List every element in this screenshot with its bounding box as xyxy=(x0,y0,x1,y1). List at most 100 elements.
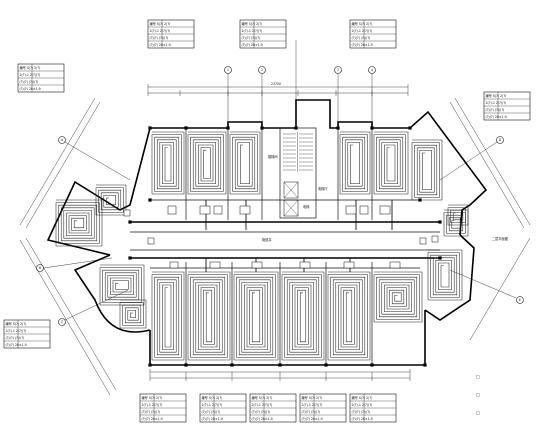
loop-table-cell: (?)(?) (?)/(?) xyxy=(6,336,25,340)
structural-column xyxy=(438,220,442,224)
core: 楼梯间 电梯厅 电梯 管道井 xyxy=(262,127,328,242)
plumbing-fixture xyxy=(213,205,223,215)
loop-table-cell: (?)(?) 28±1.9 xyxy=(486,115,507,119)
loop-table-cell: 编号 S(?) 2(?) xyxy=(20,65,41,70)
bottom-dimension-chain xyxy=(149,369,411,381)
bottom-right-marks: □ □ □ xyxy=(476,374,480,415)
loop-table-cell: 2(?)-1 2(?)(?) xyxy=(142,403,163,407)
plumbing-fixture xyxy=(169,261,179,269)
loop-table-cell: 编号 S(?) 2(?) xyxy=(352,395,373,400)
heating-coil-loop xyxy=(233,271,279,361)
axis-bubble-label: C xyxy=(61,320,64,324)
structural-column xyxy=(128,256,132,260)
heating-coil-loop xyxy=(427,249,463,301)
loop-table-cell: (?)(?) 28±1.9 xyxy=(242,43,263,47)
structural-column xyxy=(148,126,152,130)
plumbing-fixture xyxy=(431,235,439,243)
loop-table: 编号 S(?) 2(?)2(?)-1 2(?)(?)(?)(?) (?)/(?)… xyxy=(483,91,531,121)
loop-table-cell: (?)(?) (?)/(?) xyxy=(486,108,505,112)
loop-table-cell: 编号 S(?) 2(?) xyxy=(202,395,223,400)
structural-column xyxy=(260,126,264,130)
loop-table-cell: (?)(?) (?)/(?) xyxy=(150,36,169,40)
heating-coils xyxy=(55,131,469,361)
loop-table-cell: (?)(?) 28±1.9 xyxy=(142,417,163,421)
heating-coil-loop xyxy=(95,184,127,216)
heating-coil-loop xyxy=(339,131,371,195)
plumbing-fixture xyxy=(343,261,355,269)
loop-table-cell: (?)(?) 28±1.9 xyxy=(20,87,41,91)
structural-column xyxy=(148,198,152,202)
loop-table: 编号 S(?) 2(?)2(?)-1 2(?)(?)(?)(?) (?)/(?)… xyxy=(139,393,187,423)
structural-column xyxy=(370,126,374,130)
loop-table: 编号 S(?) 2(?)2(?)-1 2(?)(?)(?)(?) (?)/(?)… xyxy=(249,393,297,423)
top-dimension-chain: 23700 xyxy=(147,82,409,96)
axis-bubble-label: B xyxy=(39,266,41,270)
elevator-car-2 xyxy=(283,199,299,217)
angled-dimension-rails xyxy=(19,97,531,396)
loop-table-cell: 2(?)-1 2(?)(?) xyxy=(252,403,273,407)
loop-table-cell: (?)(?) 28±1.9 xyxy=(202,417,223,421)
loop-table: 编号 S(?) 2(?) 2(?)-1 2(?)(?) (?)(?) (?)/(?)… xyxy=(299,393,347,423)
loop-table-cell: 2(?)-1 2(?)(?) xyxy=(242,29,263,33)
stair-treads xyxy=(283,132,313,172)
lobby-label: 电梯厅 xyxy=(318,186,328,191)
loop-table: 编号 S(?) 2(?) 2(?)-1 2(?)(?) (?)(?) (?)/(?)… xyxy=(349,19,397,49)
loop-table: 编号 S(?) 2(?)2(?)-1 2(?)(?)(?)(?) (?)/(?)… xyxy=(3,319,51,349)
structural-column xyxy=(324,363,328,367)
structural-column xyxy=(148,363,152,367)
loop-table-cell: (?)(?) (?)/(?) xyxy=(252,410,271,414)
plumbing-fixture xyxy=(389,261,401,269)
loop-table-cell: (?)(?) (?)/(?) xyxy=(302,410,321,414)
loop-table-cell: 2(?)-1 2(?)(?) xyxy=(20,73,41,77)
axis-bubble-label: A xyxy=(61,138,64,142)
structural-column xyxy=(184,126,188,130)
loop-table-cell: (?)(?) 28±1.9 xyxy=(352,417,373,421)
loop-table-cell: 编号 S(?) 2(?) xyxy=(150,21,171,26)
structural-column xyxy=(294,126,298,130)
plumbing-fixture xyxy=(345,205,357,215)
heating-coil-loop xyxy=(55,199,103,247)
stair-label: 楼梯间 xyxy=(268,154,278,159)
structural-column xyxy=(370,363,374,367)
loop-table-cell: (?)(?) (?)/(?) xyxy=(20,80,39,84)
heating-coil-loop xyxy=(373,131,409,195)
heating-coil-loop xyxy=(99,264,145,306)
plumbing-fixture xyxy=(209,261,221,269)
heating-coil-loop xyxy=(187,131,227,195)
heating-coil-loop xyxy=(327,271,371,361)
heating-coil-loop xyxy=(443,209,469,237)
axis-bubble-label: 1 xyxy=(227,68,229,72)
loop-table: 编号 S(?) 2(?)2(?)-1 2(?)(?)(?)(?) (?)/(?)… xyxy=(199,393,247,423)
axis-bubble-label: D xyxy=(499,138,502,142)
heating-coil-loop xyxy=(229,131,261,195)
mark: □ xyxy=(476,374,480,379)
shaft-label: 管道井 xyxy=(262,237,272,242)
structural-column xyxy=(278,363,282,367)
heating-coil-loop xyxy=(119,299,147,329)
structural-column xyxy=(423,363,427,367)
axis-bubble-label: E xyxy=(519,298,521,302)
loop-table-cell: (?)(?) (?)/(?) xyxy=(242,36,261,40)
loop-table-cell: (?)(?) (?)/(?) xyxy=(352,410,371,414)
loop-table-cell: 2(?)-1 2(?)(?) xyxy=(6,329,27,333)
structural-column xyxy=(184,363,188,367)
axis-bubbles-side: A B C D E xyxy=(36,136,524,326)
structural-column xyxy=(230,363,234,367)
loop-table-cell: 编号 S(?) 2(?) xyxy=(242,21,263,26)
plumbing-fixture xyxy=(199,205,211,215)
loop-table: 编号 S(?) 2(?) 2(?)-1 2(?)(?) (?)(?) (?)/(?)… xyxy=(17,63,65,93)
loop-table-cell: 2(?)-1 2(?)(?) xyxy=(352,29,373,33)
loop-table-cell: 编号 S(?) 2(?) xyxy=(352,21,373,26)
loop-table-cell: 编号 S(?) 2(?) xyxy=(142,395,163,400)
loop-table-cell: 2(?)-1 2(?)(?) xyxy=(302,403,323,407)
mark: □ xyxy=(476,392,480,397)
plumbing-fixture xyxy=(419,237,427,245)
loop-table-cell: 2(?)-1 2(?)(?) xyxy=(352,403,373,407)
loop-table-cell: (?)(?) (?)/(?) xyxy=(202,410,221,414)
loop-table-cell: (?)(?) 28±1.9 xyxy=(252,417,273,421)
loop-table-cell: (?)(?) (?)/(?) xyxy=(352,36,371,40)
loop-table-cell: 编号 S(?) 2(?) xyxy=(302,395,323,400)
heating-coil-loop xyxy=(281,271,325,361)
structural-column xyxy=(408,126,412,130)
